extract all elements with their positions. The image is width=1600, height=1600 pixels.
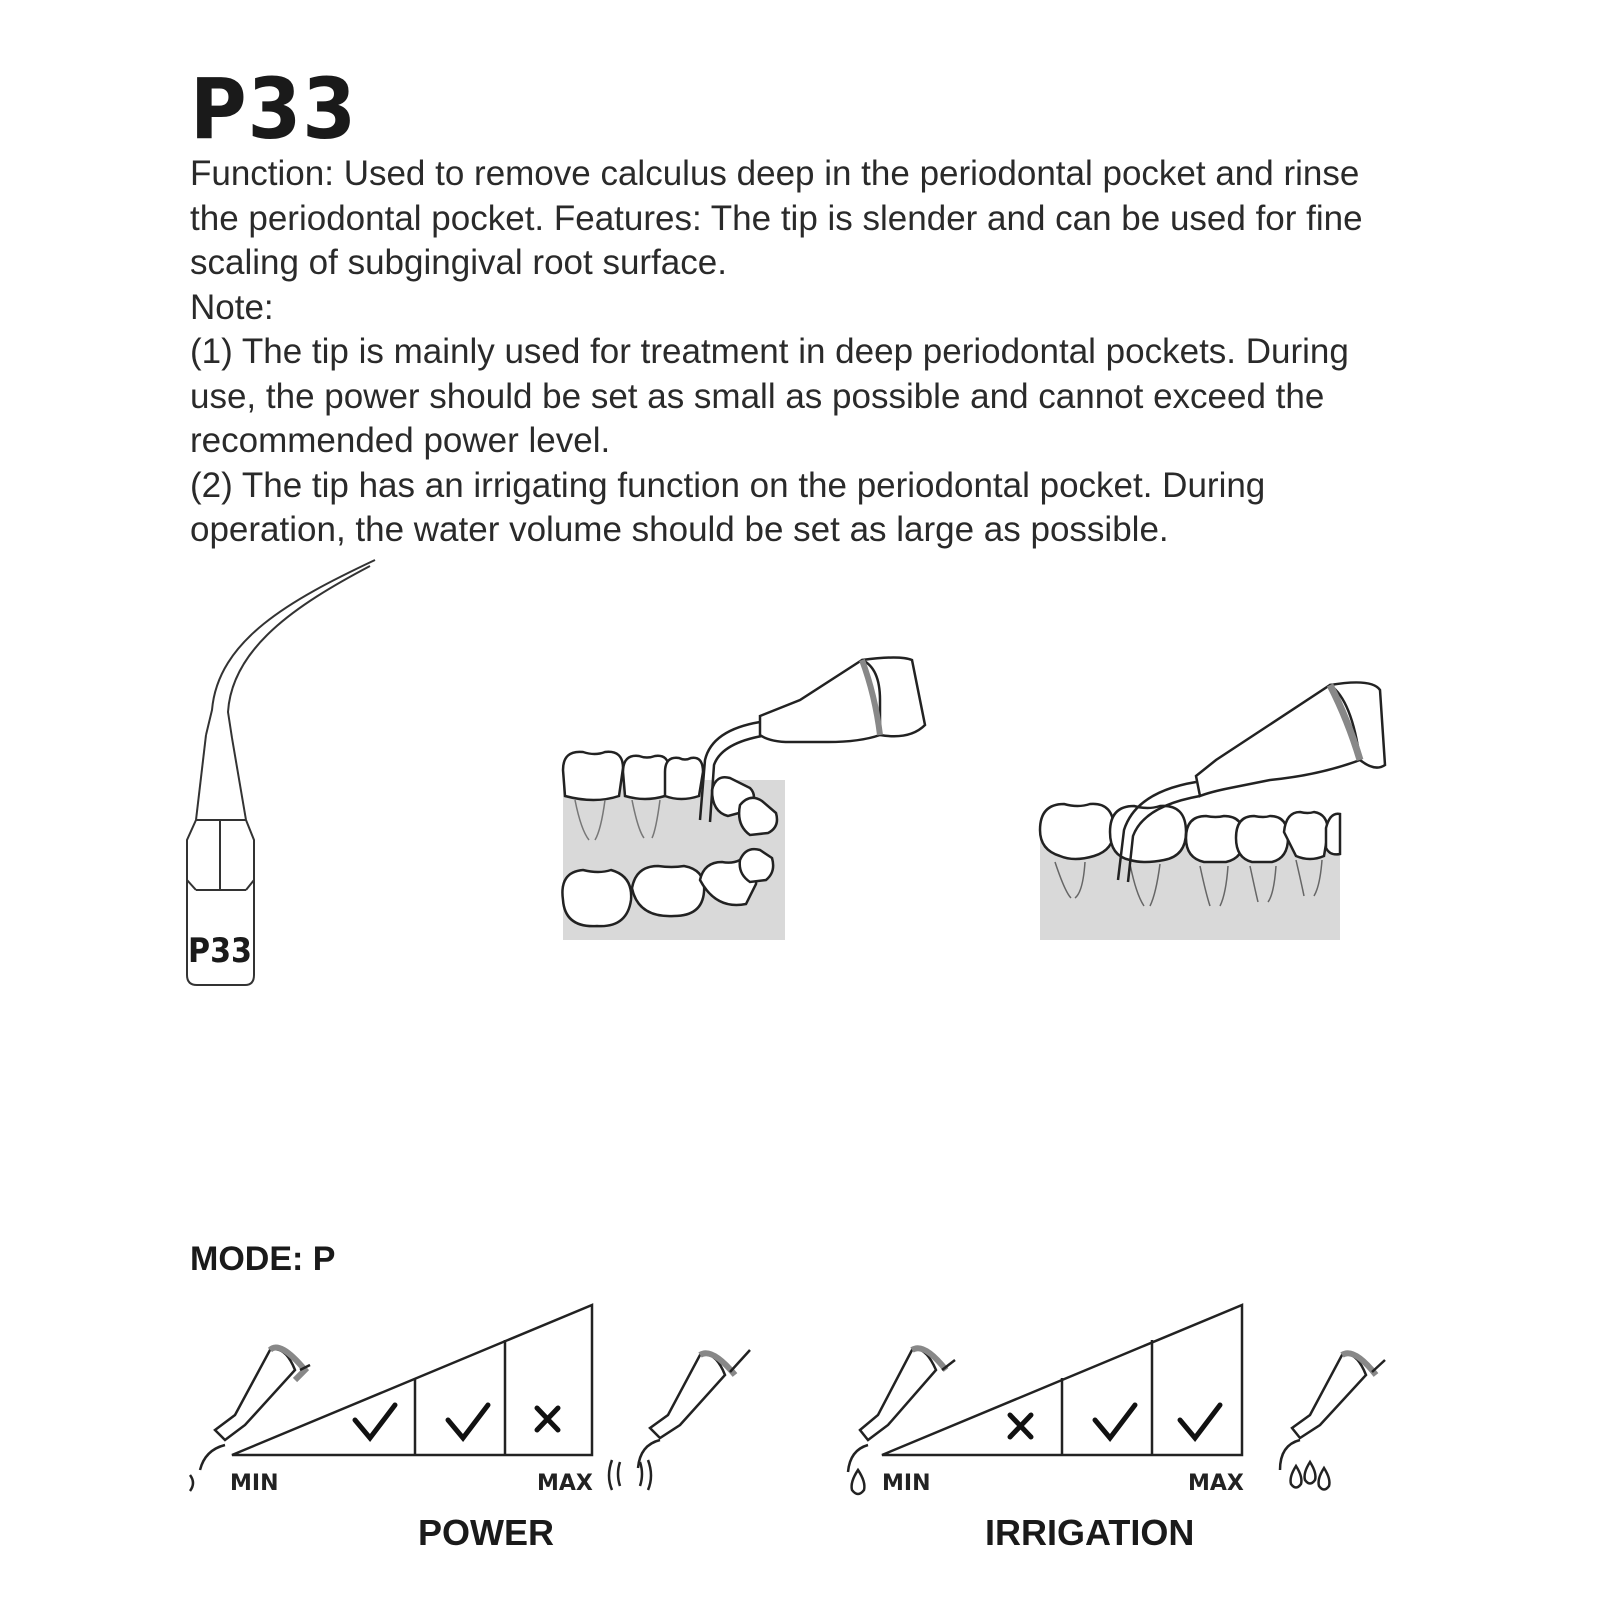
mode-label: MODE: P xyxy=(190,1240,336,1278)
page-title: P33 xyxy=(190,60,357,158)
power-title: POWER xyxy=(418,1512,555,1553)
power-min-label: MIN xyxy=(230,1471,279,1496)
power-max-label: MAX xyxy=(537,1471,593,1496)
irrigation-scale: MIN MAX xyxy=(846,1303,1386,1496)
vibration-icon xyxy=(607,1459,653,1491)
irrigation-droplets-icon xyxy=(1289,1459,1331,1491)
note-2-text: (2) The tip has an irrigating function o… xyxy=(190,465,1266,550)
irrigation-max-label: MAX xyxy=(1188,1471,1244,1496)
teeth-side-illustration xyxy=(1038,681,1387,940)
irrigation-level-3-check-icon xyxy=(1177,1402,1223,1443)
irrigation-droplet-icon xyxy=(850,1467,866,1496)
tip-label: P33 xyxy=(188,931,252,971)
power-level-2-check-icon xyxy=(445,1402,491,1443)
teeth-arch-illustration xyxy=(561,656,927,940)
note-1-text: (1) The tip is mainly used for treatment… xyxy=(190,332,1349,460)
power-level-1-check-icon xyxy=(352,1402,398,1443)
note-heading: Note: xyxy=(190,287,274,327)
irrigation-min-label: MIN xyxy=(882,1471,931,1496)
power-level-3-cross-icon xyxy=(534,1405,561,1433)
irrigation-max-handpiece-icon xyxy=(1278,1350,1386,1471)
irrigation-level-1-cross-icon xyxy=(1007,1412,1034,1440)
irrigation-title: IRRIGATION xyxy=(985,1512,1195,1553)
function-text: Function: Used to remove calculus deep i… xyxy=(190,154,1363,282)
irrigation-level-2-check-icon xyxy=(1092,1402,1138,1443)
power-scale: MIN MAX xyxy=(188,1303,653,1496)
description: Function: Used to remove calculus deep i… xyxy=(190,152,1390,553)
power-max-handpiece-icon xyxy=(636,1349,751,1469)
tip-illustration: P33 xyxy=(186,559,376,986)
